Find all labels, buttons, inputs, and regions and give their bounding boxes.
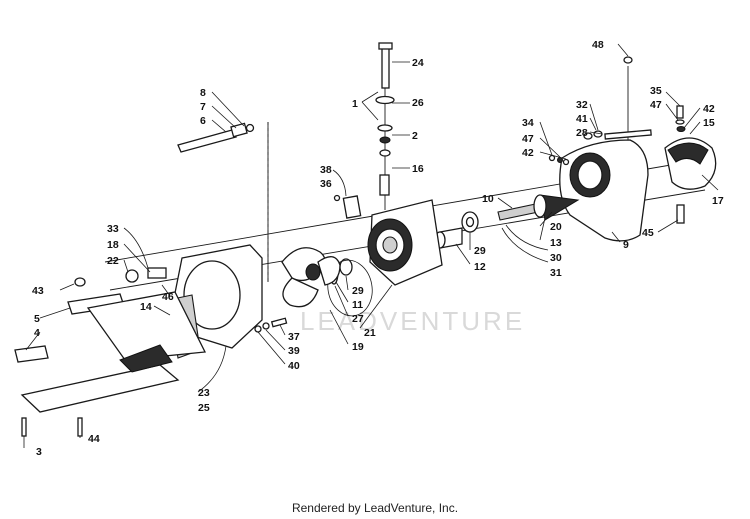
housing-9 xyxy=(559,129,652,242)
leader-lines xyxy=(23,43,719,448)
callout-36: 36 xyxy=(320,178,332,190)
washer-1 xyxy=(375,95,395,105)
nut-42 xyxy=(676,126,686,132)
callout-16: 16 xyxy=(412,163,424,175)
callout-4: 4 xyxy=(34,327,40,339)
callout-3: 3 xyxy=(36,446,42,458)
nut-43 xyxy=(74,277,86,287)
callout-38: 38 xyxy=(320,164,332,176)
callout-8: 8 xyxy=(200,87,206,99)
fastener-set-left xyxy=(548,154,570,166)
callout-40: 40 xyxy=(288,360,300,372)
stud-16 xyxy=(379,174,390,196)
callout-34: 34 xyxy=(522,117,534,129)
callout-47-mid: 47 xyxy=(522,133,534,145)
intake-grate xyxy=(14,277,207,437)
callout-20: 20 xyxy=(550,221,562,233)
callout-28: 28 xyxy=(576,127,588,139)
callout-32: 32 xyxy=(576,99,588,111)
bolt-28 xyxy=(604,129,652,140)
callout-41: 41 xyxy=(576,113,588,125)
bolt-3 xyxy=(21,417,27,437)
callout-9: 9 xyxy=(623,239,629,251)
callout-23: 23 xyxy=(198,387,210,399)
bearing-stack-right xyxy=(434,211,479,249)
callout-24: 24 xyxy=(412,57,424,69)
callout-6: 6 xyxy=(200,115,206,127)
callout-1: 1 xyxy=(352,98,358,110)
callout-30: 30 xyxy=(550,252,562,264)
nut-2 xyxy=(379,136,391,144)
washer-48 xyxy=(623,56,633,64)
callout-labels: 24 48 26 1 2 16 8 7 6 38 36 35 47 42 15 … xyxy=(32,39,724,458)
screw-36 xyxy=(333,194,341,202)
bearing-13 xyxy=(533,194,547,218)
callout-22: 22 xyxy=(107,255,119,267)
cable-6 xyxy=(177,129,237,153)
callout-14: 14 xyxy=(140,301,152,313)
callout-33: 33 xyxy=(107,223,119,235)
bolt-45 xyxy=(676,204,685,224)
washer-47 xyxy=(675,119,685,125)
callout-19: 19 xyxy=(352,341,364,353)
callout-37: 37 xyxy=(288,331,300,343)
bolt-24-head xyxy=(378,42,393,50)
callout-2: 2 xyxy=(412,130,418,142)
callout-27: 27 xyxy=(352,313,364,325)
callout-42-mid: 42 xyxy=(522,147,534,159)
callout-21: 21 xyxy=(364,327,376,339)
callout-11: 11 xyxy=(352,299,363,311)
callout-48: 48 xyxy=(592,39,604,51)
callout-47-top: 47 xyxy=(650,99,662,111)
callout-18: 18 xyxy=(107,239,119,251)
callout-13: 13 xyxy=(550,237,562,249)
screw-set-37-39-40 xyxy=(254,317,288,333)
impeller xyxy=(281,247,341,308)
callout-7: 7 xyxy=(200,101,206,113)
seal-30 xyxy=(505,224,549,251)
callout-29-left: 29 xyxy=(352,285,364,297)
cable-assembly xyxy=(177,122,255,153)
ride-plate-23 xyxy=(20,364,180,413)
cable-end-8 xyxy=(245,123,255,133)
shaft-assembly xyxy=(497,194,580,263)
callout-35: 35 xyxy=(650,85,662,97)
callout-15: 15 xyxy=(703,117,715,129)
bolt-35 xyxy=(676,105,684,119)
callout-29-right: 29 xyxy=(474,245,486,257)
rendered-by-footer: Rendered by LeadVenture, Inc. xyxy=(292,501,458,515)
callout-26: 26 xyxy=(412,97,424,109)
callout-43: 43 xyxy=(32,285,44,297)
callout-12: 12 xyxy=(474,261,486,273)
bracket-38 xyxy=(342,195,362,219)
callout-31: 31 xyxy=(550,267,562,279)
bolt-24 xyxy=(381,47,390,89)
bolt-18 xyxy=(147,267,167,279)
seal-31 xyxy=(501,227,549,263)
callout-25: 25 xyxy=(198,402,210,414)
callout-45: 45 xyxy=(642,227,654,239)
washer-32 xyxy=(583,132,593,140)
callout-46: 46 xyxy=(162,291,174,303)
bushing-22 xyxy=(125,269,139,283)
washer-26 xyxy=(377,124,393,132)
pump-housing-21 xyxy=(333,194,443,286)
callout-44: 44 xyxy=(88,433,100,445)
top-bolt-stack xyxy=(375,42,395,196)
bracket-4 xyxy=(14,345,49,363)
callout-5: 5 xyxy=(34,313,40,325)
callout-39: 39 xyxy=(288,345,300,357)
watermark: LEADVENTURE xyxy=(300,306,525,336)
callout-17: 17 xyxy=(712,195,724,207)
callout-10: 10 xyxy=(482,193,494,205)
bolt-44 xyxy=(77,417,83,437)
nut-2-lower xyxy=(379,149,391,157)
callout-42-top: 42 xyxy=(703,103,715,115)
